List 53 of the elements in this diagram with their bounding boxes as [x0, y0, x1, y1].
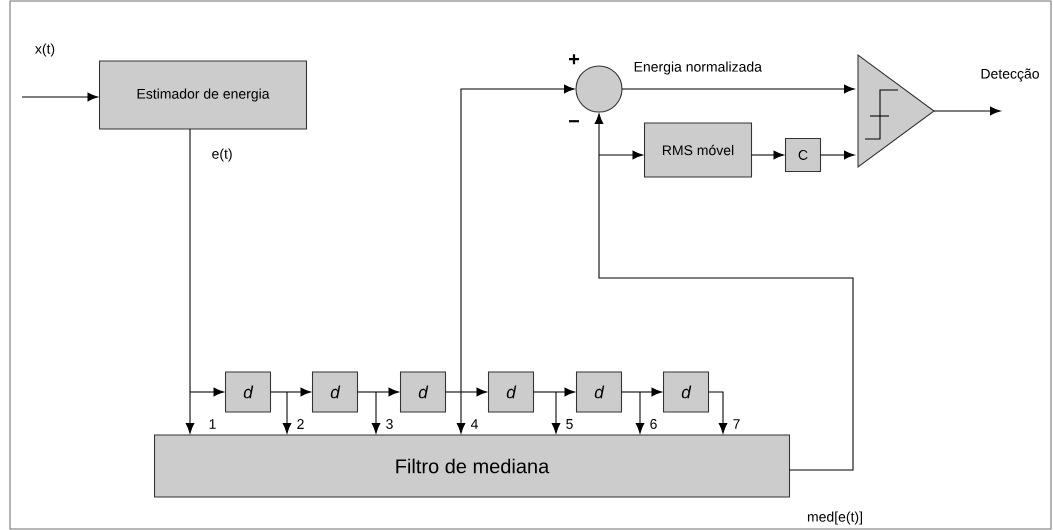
arrow: [819, 150, 855, 160]
line: [620, 391, 641, 393]
plus-sign: +: [569, 54, 580, 65]
arrow: [460, 84, 575, 393]
arrow: [594, 113, 604, 156]
delay-box: d: [487, 371, 535, 413]
line: [598, 154, 854, 471]
edge-label: 1: [209, 419, 216, 429]
arrow: [375, 387, 399, 397]
arrow: [551, 391, 561, 434]
edge-label: 5: [566, 419, 573, 429]
arrow: [933, 106, 1001, 116]
line: [189, 128, 191, 393]
arrow: [21, 92, 98, 102]
edge-label: 2: [297, 419, 304, 429]
edge-label: 3: [386, 419, 393, 429]
line: [532, 391, 557, 393]
arrow: [189, 387, 224, 397]
delay-box: d: [575, 371, 623, 413]
line: [269, 391, 288, 393]
edge-label: Detecção: [981, 68, 1039, 82]
edge-label: e(t): [212, 148, 232, 162]
arrow: [635, 391, 645, 434]
edge-label: Energia normalizada: [634, 61, 762, 75]
process-box: Estimador de energia: [98, 60, 308, 130]
arrow: [621, 84, 855, 94]
arrow: [456, 391, 466, 434]
delay-box: d: [399, 371, 447, 413]
summing-circle: [575, 65, 623, 113]
arrow: [707, 391, 728, 434]
arrow: [555, 387, 575, 397]
gain-box: C: [784, 137, 822, 173]
arrow: [185, 391, 195, 434]
arrow: [286, 387, 311, 397]
edge-label: 7: [733, 419, 740, 429]
arrow: [598, 150, 643, 160]
edge-label: 6: [650, 419, 657, 429]
edge-label: 4: [470, 419, 478, 429]
delay-box: d: [224, 371, 272, 413]
filter-box: Filtro de mediana: [153, 434, 791, 498]
line: [356, 391, 377, 393]
arrow: [371, 391, 381, 434]
arrow: [639, 387, 662, 397]
process-box: RMS móvel: [643, 122, 753, 178]
edge-label: med[e(t)]: [807, 511, 862, 525]
arrow: [460, 387, 487, 397]
delay-box: d: [311, 371, 359, 413]
minus-sign: −: [569, 120, 579, 123]
line: [444, 391, 462, 393]
delay-box: d: [662, 371, 710, 413]
arrow: [750, 150, 784, 160]
edge-label: x(t): [35, 43, 55, 57]
arrow: [282, 391, 292, 434]
